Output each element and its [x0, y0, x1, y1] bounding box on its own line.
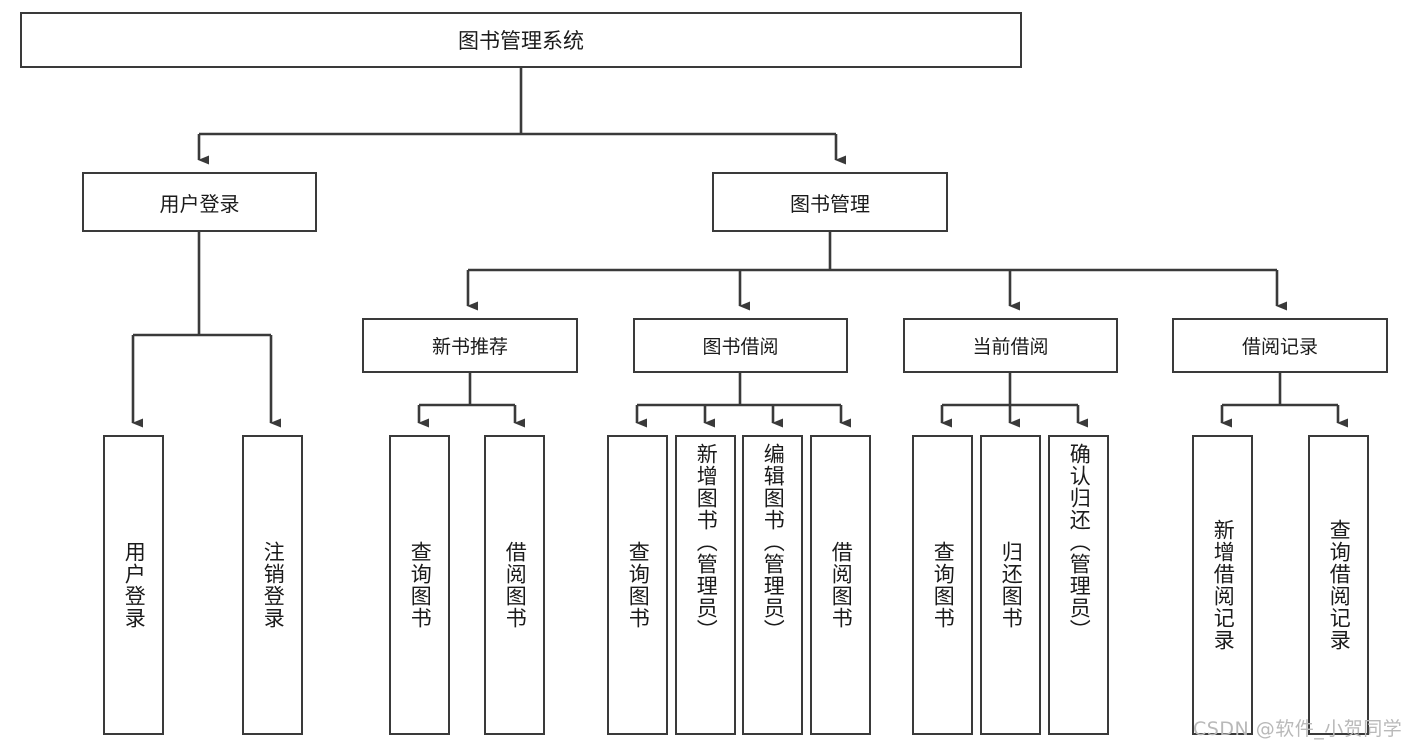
leaf-label: 借阅图书	[829, 541, 854, 629]
node-borrow-record[interactable]: 借阅记录	[1172, 318, 1388, 373]
node-label: 用户登录	[159, 191, 240, 216]
leaf-current-borrow-confirm-return[interactable]: 确认归还（管理员）	[1048, 435, 1109, 735]
node-label: 借阅记录	[1241, 336, 1318, 358]
node-current-borrow[interactable]: 当前借阅	[903, 318, 1118, 373]
node-user-login[interactable]: 用户登录	[82, 172, 317, 232]
leaf-label: 编辑图书（管理员）	[761, 443, 786, 641]
leaf-label: 查询图书	[931, 541, 956, 629]
node-root-system[interactable]: 图书管理系统	[20, 12, 1022, 68]
leaf-current-borrow-return[interactable]: 归还图书	[980, 435, 1041, 735]
node-label: 图书管理系统	[458, 29, 584, 53]
leaf-new-book-query[interactable]: 查询图书	[389, 435, 450, 735]
node-label: 当前借阅	[972, 336, 1049, 358]
node-book-borrow[interactable]: 图书借阅	[633, 318, 848, 373]
leaf-borrow-record-query[interactable]: 查询借阅记录	[1308, 435, 1369, 735]
leaf-label: 新增借阅记录	[1211, 519, 1236, 651]
leaf-user-login-logout[interactable]: 注销登录	[242, 435, 303, 735]
leaf-label: 查询图书	[626, 541, 651, 629]
leaf-label: 确认归还（管理员）	[1067, 443, 1092, 641]
leaf-label: 查询借阅记录	[1327, 519, 1352, 651]
leaf-book-borrow-add[interactable]: 新增图书（管理员）	[675, 435, 736, 735]
leaf-borrow-record-add[interactable]: 新增借阅记录	[1192, 435, 1253, 735]
node-label: 新书推荐	[431, 336, 508, 358]
node-new-book-recommend[interactable]: 新书推荐	[362, 318, 578, 373]
leaf-label: 用户登录	[122, 541, 147, 629]
leaf-user-login-login[interactable]: 用户登录	[103, 435, 164, 735]
leaf-label: 归还图书	[999, 541, 1024, 629]
csdn-watermark: CSDN @软件_小贺同学	[1193, 714, 1402, 741]
watermark-text: CSDN @软件_小贺同学	[1193, 718, 1403, 740]
leaf-book-borrow-edit[interactable]: 编辑图书（管理员）	[742, 435, 803, 735]
leaf-label: 注销登录	[261, 541, 286, 629]
leaf-label: 新增图书（管理员）	[694, 443, 719, 641]
leaf-current-borrow-query[interactable]: 查询图书	[912, 435, 973, 735]
node-label: 图书借阅	[702, 336, 779, 358]
leaf-label: 借阅图书	[503, 541, 528, 629]
leaf-new-book-borrow[interactable]: 借阅图书	[484, 435, 545, 735]
node-book-management[interactable]: 图书管理	[712, 172, 948, 232]
leaf-book-borrow-borrow[interactable]: 借阅图书	[810, 435, 871, 735]
leaf-book-borrow-query[interactable]: 查询图书	[607, 435, 668, 735]
leaf-label: 查询图书	[408, 541, 433, 629]
node-label: 图书管理	[790, 191, 870, 216]
